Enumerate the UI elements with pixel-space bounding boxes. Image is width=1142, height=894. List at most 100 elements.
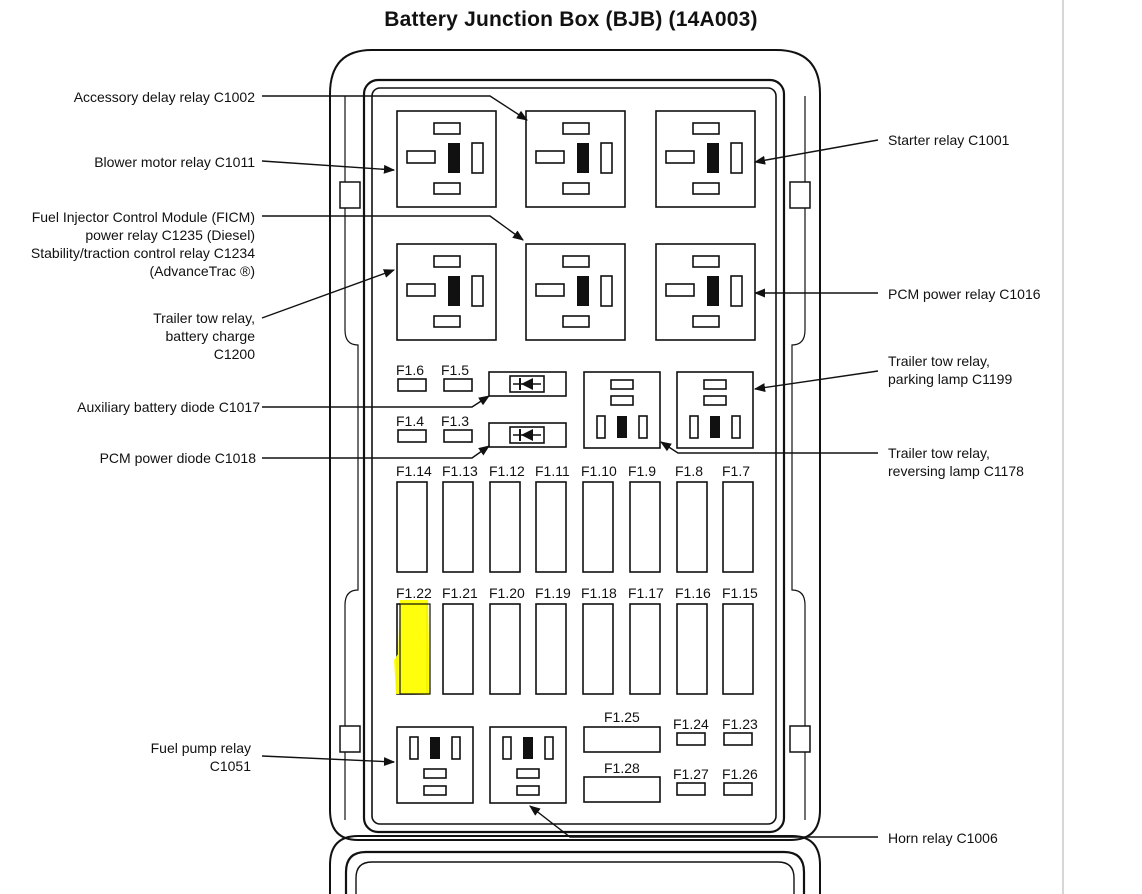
housing-left-wall — [344, 96, 359, 820]
relay-terminal — [703, 395, 727, 406]
relay-terminal-solid — [430, 737, 440, 759]
relay-terminal — [730, 142, 743, 174]
relay-terminal — [433, 122, 461, 135]
mini-fuse — [443, 429, 473, 443]
relay-terminal — [451, 736, 461, 760]
fuse-label: F1.20 — [489, 585, 525, 601]
housing-inner-frame — [362, 78, 786, 834]
large-relay — [655, 243, 756, 341]
diagram-title: Battery Junction Box (BJB) (14A003) — [384, 8, 758, 31]
cartridge-fuse — [722, 603, 754, 695]
relay-terminal — [409, 736, 419, 760]
cartridge-fuse-outline — [399, 603, 431, 695]
page-edge-line — [1062, 0, 1064, 894]
relay-terminal — [471, 142, 484, 174]
relay-terminal-solid — [448, 276, 460, 306]
relay-terminal — [692, 182, 720, 195]
leader-line — [753, 370, 879, 392]
mini-fuse — [723, 782, 753, 796]
leader-line — [753, 139, 879, 165]
relay-terminal-solid — [617, 416, 627, 438]
low-relay — [489, 726, 567, 804]
cartridge-fuse — [676, 603, 708, 695]
relay-terminal-solid — [523, 737, 533, 759]
cartridge-fuse — [676, 481, 708, 573]
fuse-label: F1.27 — [673, 766, 709, 782]
fuse-label: F1.18 — [581, 585, 617, 601]
fuse-label: F1.9 — [628, 463, 657, 479]
relay-terminal — [730, 275, 743, 307]
mini-fuse — [443, 378, 473, 392]
cartridge-fuse — [535, 603, 567, 695]
relay-terminal — [596, 415, 606, 439]
fuse-label: F1.23 — [722, 716, 758, 732]
callout-ficm-relay: Fuel Injector Control Module (FICM) powe… — [30, 209, 255, 279]
fuse-label: F1.26 — [722, 766, 758, 782]
mini-fuse — [397, 429, 427, 443]
relay-terminal-solid — [707, 276, 719, 306]
fuse-label: F1.28 — [604, 760, 640, 776]
mini-fuse — [397, 378, 427, 392]
fuse-label: F1.10 — [581, 463, 617, 479]
cartridge-fuse — [535, 481, 567, 573]
fuse-label: F1.11 — [535, 463, 570, 479]
cartridge-fuse — [582, 481, 614, 573]
fuse-label: F1.16 — [675, 585, 711, 601]
relay-terminal — [562, 255, 590, 268]
fuse-label: F1.25 — [604, 709, 640, 725]
relay-terminal — [516, 768, 540, 779]
housing-right-wall — [791, 96, 806, 820]
relay-terminal — [423, 768, 447, 779]
mini-fuse — [676, 732, 706, 746]
callout-fuel-pump-relay: Fuel pump relay C1051 — [150, 740, 251, 774]
housing-outline — [329, 49, 821, 841]
large-relay — [655, 110, 756, 208]
callout-trailer-tow-battery-charge: Trailer tow relay, battery charge C1200 — [153, 310, 255, 362]
relay-terminal-solid — [577, 143, 589, 173]
fuse-label: F1.15 — [722, 585, 758, 601]
leader-line — [261, 160, 396, 174]
relay-terminal — [610, 395, 634, 406]
diode-symbol — [521, 378, 533, 390]
fuse-label: F1.22 — [396, 585, 432, 601]
relay-terminal — [406, 150, 436, 164]
low-relay — [396, 726, 474, 804]
relay-terminal-solid — [707, 143, 719, 173]
cartridge-fuse — [722, 481, 754, 573]
callout-horn-relay: Horn relay C1006 — [888, 830, 998, 846]
relay-terminal-solid — [710, 416, 720, 438]
cartridge-fuse — [629, 481, 661, 573]
leader-line — [262, 445, 490, 459]
relay-terminal — [610, 379, 634, 390]
fuse-label: F1.3 — [441, 413, 470, 429]
callout-trailer-tow-reversing: Trailer tow relay, reversing lamp C1178 — [888, 445, 1024, 479]
maxi-fuse — [583, 726, 661, 753]
relay-terminal — [689, 415, 699, 439]
fuse-label: F1.12 — [489, 463, 525, 479]
cartridge-fuse — [489, 603, 521, 695]
relay-terminal — [423, 785, 447, 796]
maxi-fuse — [583, 776, 661, 803]
relay-terminal-solid — [577, 276, 589, 306]
leader-line — [261, 755, 396, 767]
side-tab — [339, 725, 361, 753]
relay-terminal — [562, 315, 590, 328]
leader-line — [660, 441, 878, 454]
callout-accessory-delay-relay: Accessory delay relay C1002 — [73, 89, 255, 105]
fuse-label: F1.24 — [673, 716, 709, 732]
relay-terminal — [600, 275, 613, 307]
diode-symbol — [521, 429, 533, 441]
fuse-label: F1.5 — [441, 362, 470, 378]
fuse-label: F1.6 — [396, 362, 425, 378]
callout-pcm-power-diode: PCM power diode C1018 — [99, 450, 256, 466]
cartridge-fuse — [442, 603, 474, 695]
relay-terminal — [535, 283, 565, 297]
medium-relay — [676, 371, 754, 449]
fuse-label: F1.13 — [442, 463, 478, 479]
relay-terminal — [516, 785, 540, 796]
relay-terminal-solid — [448, 143, 460, 173]
fuse-label: F1.19 — [535, 585, 571, 601]
relay-terminal — [433, 255, 461, 268]
relay-terminal — [433, 182, 461, 195]
